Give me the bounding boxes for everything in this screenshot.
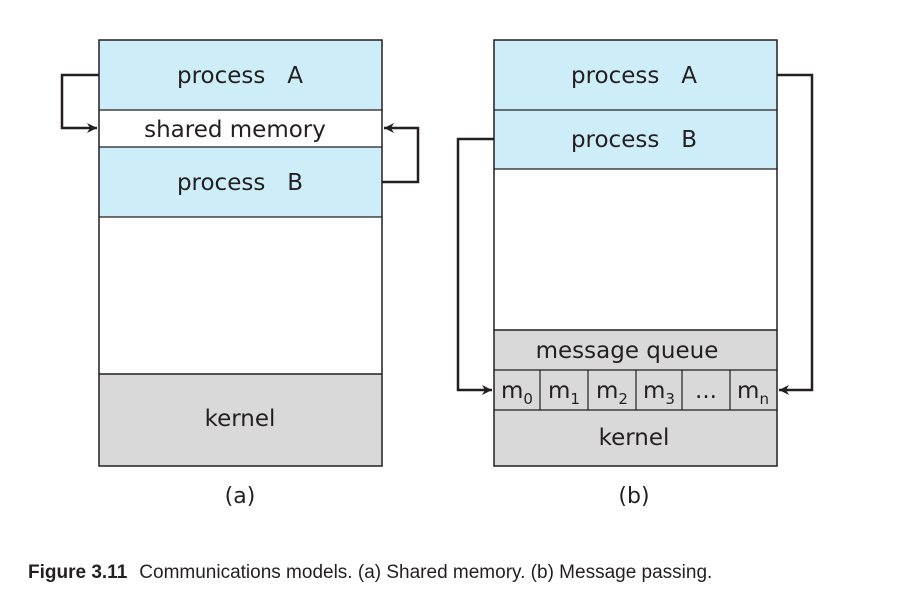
process-b-region xyxy=(99,147,382,217)
queue-cell: m2 xyxy=(596,378,628,408)
kernel-region xyxy=(99,374,382,466)
shared-memory-region xyxy=(99,110,382,147)
free-memory-region xyxy=(494,169,777,330)
queue-cell: m3 xyxy=(643,378,675,408)
diagram-a-label: (a) xyxy=(225,484,256,509)
free-memory-region xyxy=(99,217,382,374)
shared-memory-diagram: process A shared memory process B kernel… xyxy=(60,39,420,509)
figure-caption: Figure 3.11 Communications models. (a) Sh… xyxy=(28,562,712,584)
kernel-region xyxy=(494,410,777,466)
process-b-label: process B xyxy=(571,127,697,153)
process-a-to-queue-arrow xyxy=(777,73,814,395)
process-a-label: process A xyxy=(571,63,697,89)
kernel-label: kernel xyxy=(205,406,276,432)
figure-number: Figure 3.11 xyxy=(28,562,128,583)
process-b-label: process B xyxy=(177,170,303,196)
process-b-to-queue-arrow xyxy=(456,137,494,395)
process-a-region xyxy=(99,40,382,110)
memory-outline xyxy=(493,39,778,467)
caption-text: Communications models. (a) Shared memory… xyxy=(139,562,713,583)
queue-cell: m1 xyxy=(548,378,580,408)
message-passing-diagram: process A process B message queue m0 m1 … xyxy=(456,39,814,509)
shared-memory-label: shared memory xyxy=(144,117,326,143)
message-queue-label: message queue xyxy=(536,338,719,364)
process-b-region xyxy=(494,110,777,169)
queue-cell-ellipsis: ... xyxy=(695,378,717,404)
diagram-b-label: (b) xyxy=(618,484,649,509)
message-queue-cells: m0 m1 m2 m3 ... mn xyxy=(501,378,769,408)
process-a-to-shared-arrow xyxy=(60,73,99,133)
kernel-label: kernel xyxy=(599,425,670,451)
process-b-to-shared-arrow xyxy=(382,123,420,184)
process-a-label: process A xyxy=(177,63,303,89)
message-queue-region xyxy=(494,330,777,370)
process-a-region xyxy=(494,40,777,110)
queue-cell: mn xyxy=(737,378,769,408)
memory-outline xyxy=(98,39,383,467)
queue-cell: m0 xyxy=(501,378,533,408)
